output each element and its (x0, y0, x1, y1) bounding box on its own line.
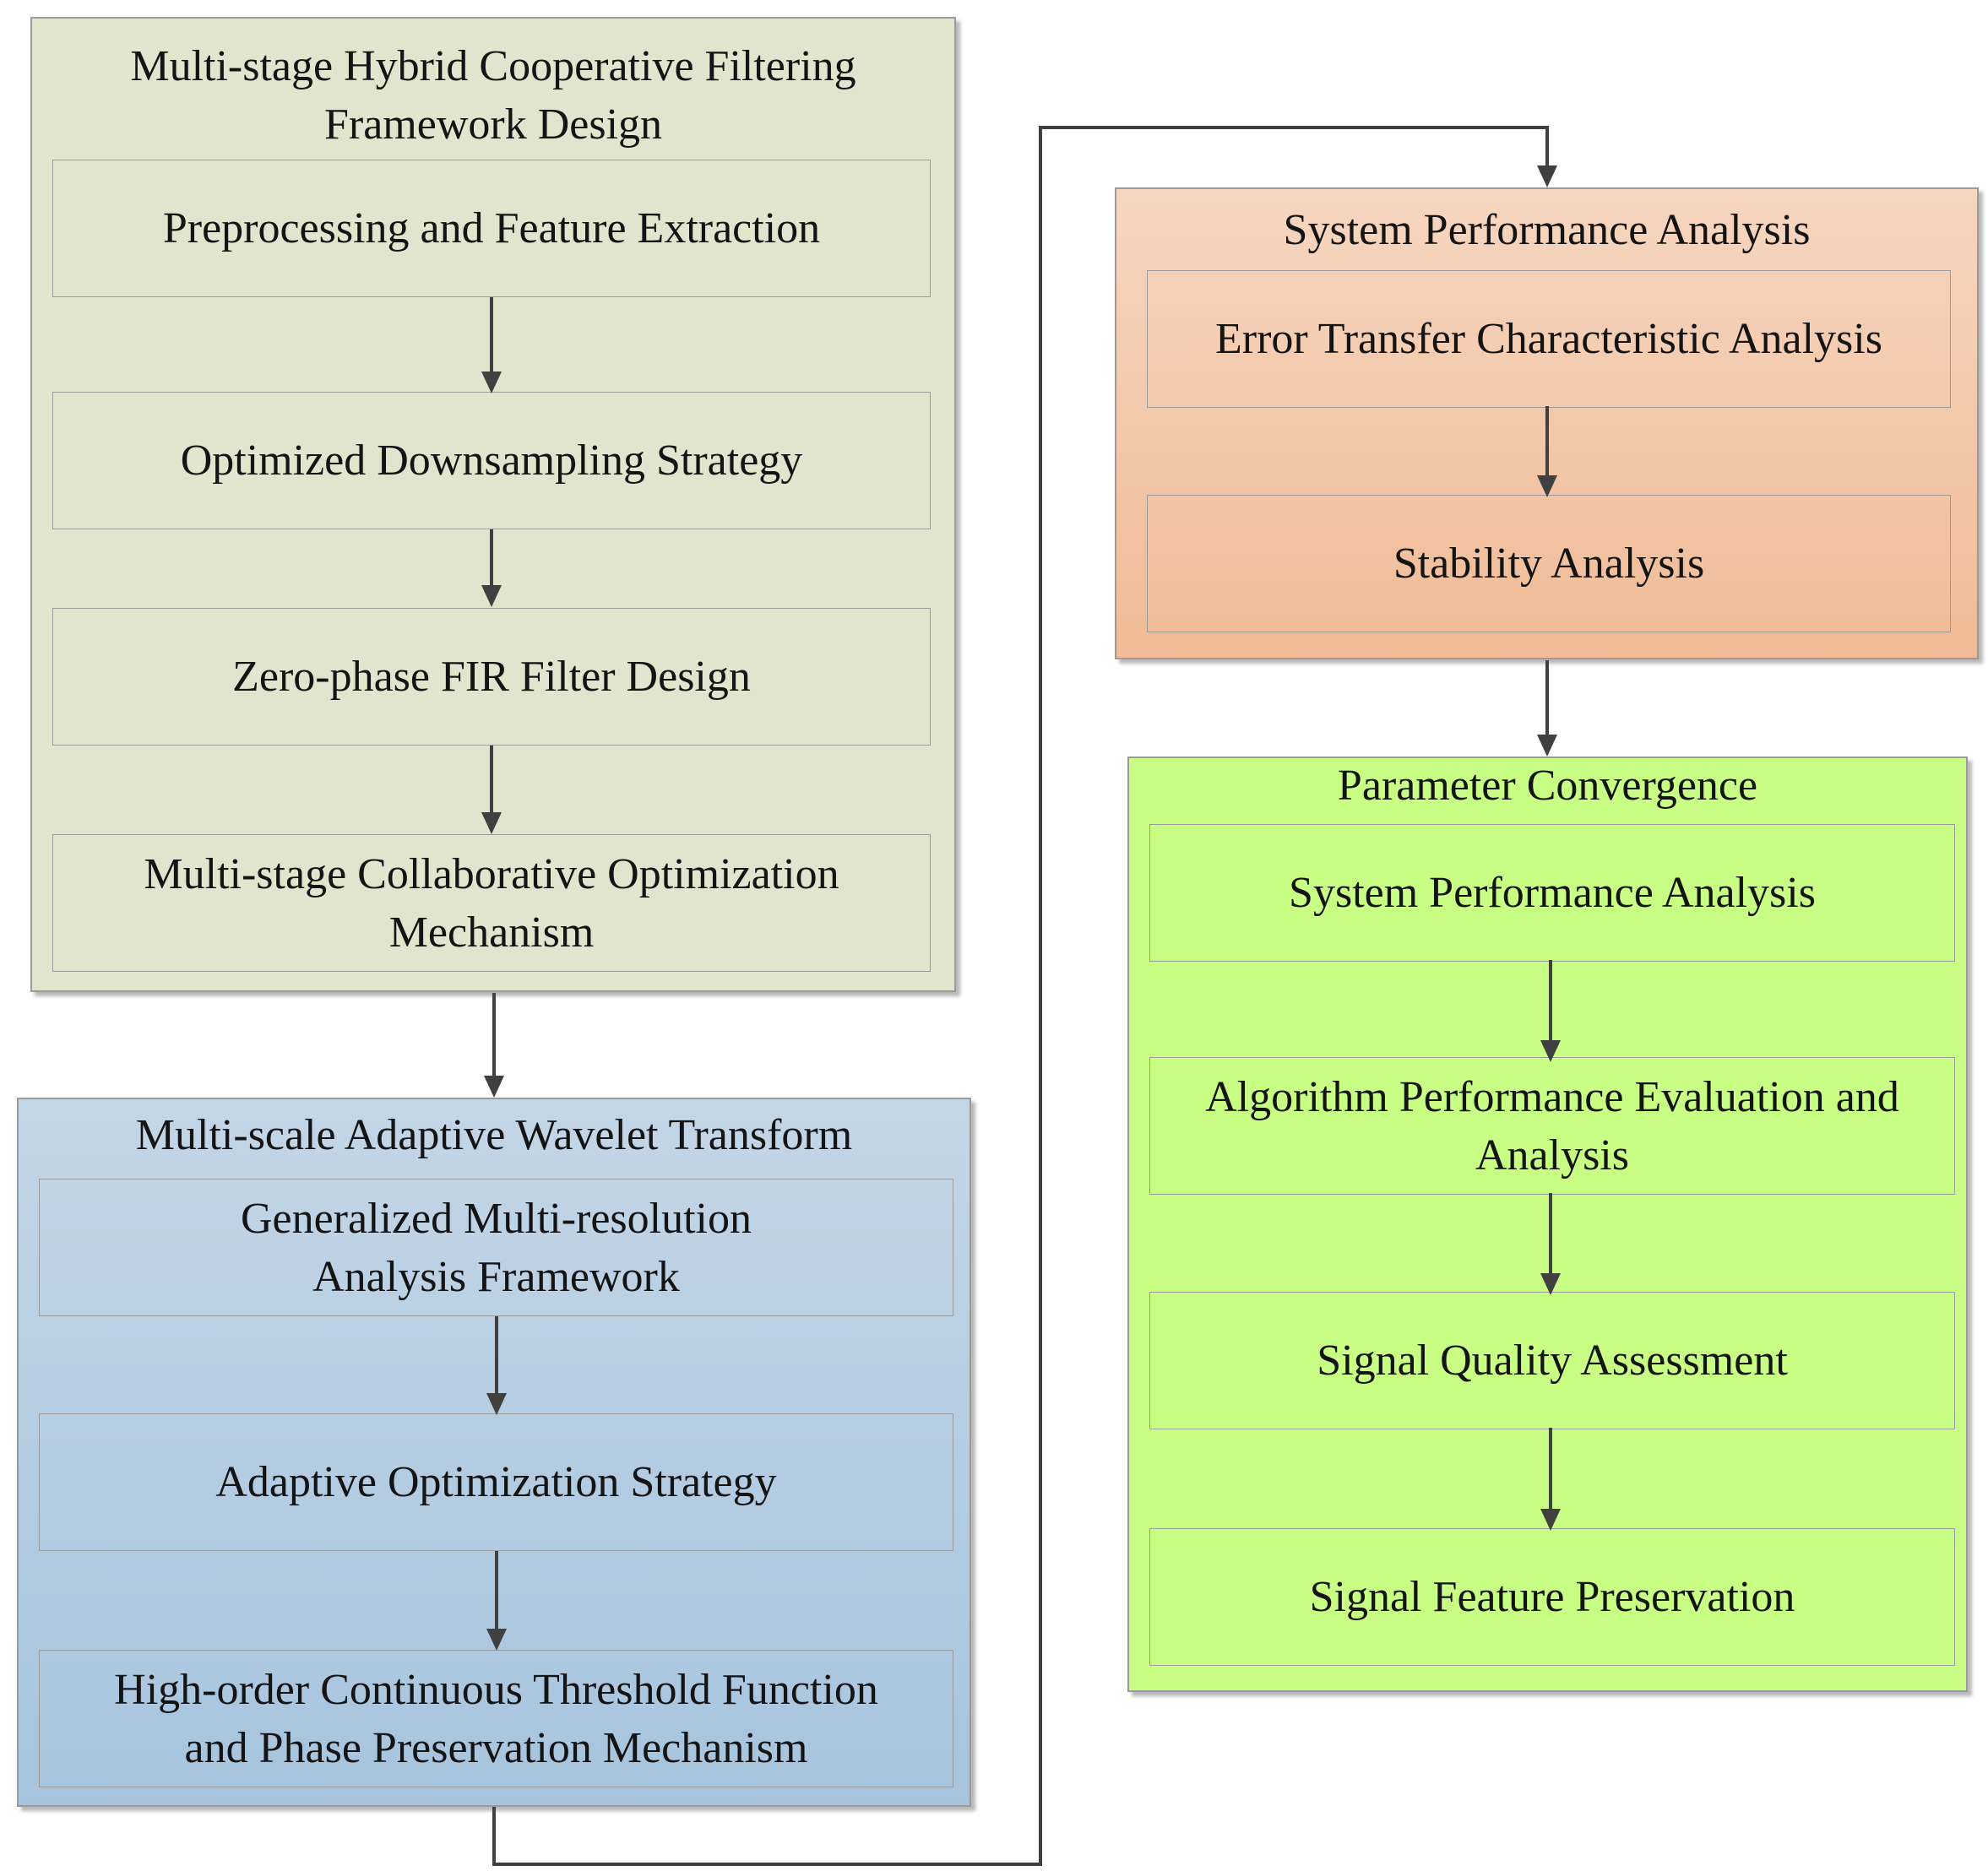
system-performance-step: System Performance Analysis (1149, 824, 1955, 962)
fir-filter-step-label: Zero-phase FIR Filter Design (232, 653, 751, 701)
arrowhead (481, 812, 502, 834)
preprocessing-step-label: Preprocessing and Feature Extraction (162, 204, 821, 252)
parameter-convergence-title: Parameter Convergence (1337, 762, 1758, 810)
wavelet-transform-title: Multi-scale Adaptive Wavelet Transform (135, 1111, 853, 1159)
error-transfer-step: Error Transfer Characteristic Analysis (1147, 270, 1951, 408)
arrowhead (481, 371, 502, 393)
stability-step-label: Stability Analysis (1393, 540, 1705, 588)
arrowhead (1540, 1040, 1561, 1062)
arrowhead (486, 1393, 507, 1415)
signal-quality-step: Signal Quality Assessment (1149, 1292, 1955, 1429)
downsampling-step-label: Optimized Downsampling Strategy (180, 437, 803, 485)
error-transfer-step-label: Error Transfer Characteristic Analysis (1215, 315, 1882, 363)
wavelet-transform-group: Multi-scale Adaptive Wavelet Transform G… (17, 1098, 971, 1807)
arrowhead (1537, 165, 1557, 187)
downsampling-step: Optimized Downsampling Strategy (52, 392, 931, 529)
signal-quality-step-label: Signal Quality Assessment (1317, 1337, 1788, 1385)
arrowhead (486, 1629, 507, 1651)
performance-analysis-group: System Performance Analysis Error Transf… (1115, 187, 1979, 659)
arrowhead (1540, 1509, 1561, 1531)
arrowhead (1540, 1273, 1561, 1295)
threshold-function-step: High-order Continuous Threshold Function… (39, 1650, 953, 1787)
feature-preservation-step: Signal Feature Preservation (1149, 1528, 1955, 1666)
arrowhead (1537, 475, 1557, 497)
performance-analysis-title: System Performance Analysis (1283, 206, 1811, 254)
fir-filter-step: Zero-phase FIR Filter Design (52, 608, 931, 746)
arrowhead (481, 585, 502, 607)
arrowhead (1537, 735, 1557, 757)
framework-design-group: Multi-stage Hybrid Cooperative Filtering… (30, 17, 956, 992)
arrowhead (484, 1076, 504, 1098)
preprocessing-step: Preprocessing and Feature Extraction (52, 160, 931, 297)
stability-step: Stability Analysis (1147, 495, 1951, 632)
adaptive-optimization-step-label: Adaptive Optimization Strategy (215, 1458, 777, 1506)
arrow-wavelet-to-performance (492, 126, 1549, 1866)
parameter-convergence-group: Parameter Convergence System Performance… (1127, 757, 1968, 1692)
framework-design-title: Multi-stage Hybrid Cooperative Filtering… (130, 42, 856, 149)
feature-preservation-step-label: Signal Feature Preservation (1309, 1573, 1795, 1621)
system-performance-step-label: System Performance Analysis (1289, 869, 1816, 917)
threshold-function-step-label: High-order Continuous Threshold Function… (114, 1665, 878, 1772)
